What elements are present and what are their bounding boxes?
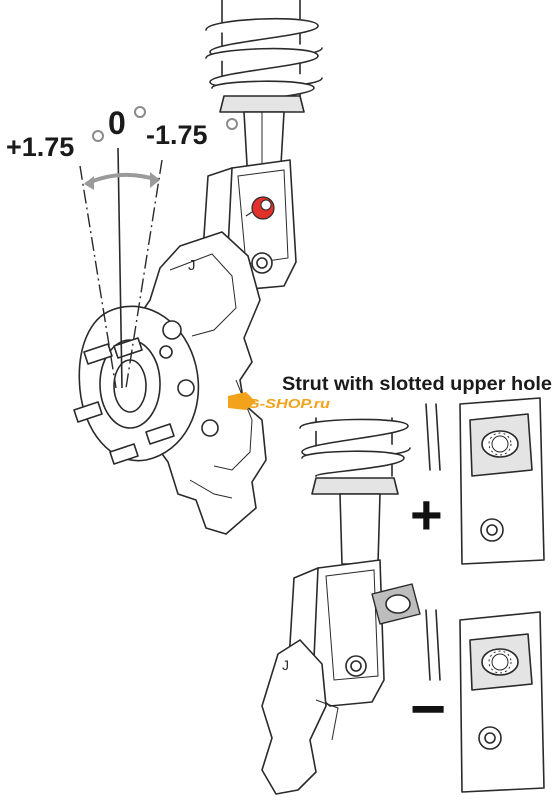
detail-lower-bolt-icon xyxy=(345,655,367,677)
svg-text:J: J xyxy=(188,257,196,274)
degree-mark-center xyxy=(134,106,146,118)
lower-bolt-icon xyxy=(251,252,273,274)
upper-bolt-icon xyxy=(245,196,275,220)
minus-adjust-panel xyxy=(425,609,545,793)
camber-axis-lines xyxy=(79,147,163,389)
camber-negative-label: -1.75 xyxy=(146,120,208,150)
camber-center-label: 0 xyxy=(108,105,126,141)
main-coil-spring xyxy=(205,0,323,113)
detail-slotted-plate xyxy=(371,583,421,625)
camber-arc xyxy=(84,172,160,190)
callout-title: Strut with slotted upper hole xyxy=(282,374,552,395)
svg-text:J: J xyxy=(282,657,289,673)
plus-symbol: + xyxy=(410,483,443,546)
detail-knuckle: J xyxy=(261,639,339,795)
watermark-logo: 9G-SHOP.ru xyxy=(228,392,330,411)
detail-coil-spring xyxy=(299,417,411,495)
degree-mark-negative xyxy=(226,118,238,130)
camber-positive-label: +1.75 xyxy=(6,132,74,162)
camber-labels: 0 +1.75 -1.75 xyxy=(6,105,238,162)
detail-strut-body xyxy=(339,493,381,565)
wheel-studs xyxy=(73,337,175,465)
watermark-text: 9G-SHOP.ru xyxy=(238,396,330,411)
minus-symbol: − xyxy=(410,675,446,744)
plus-adjust-panel xyxy=(425,397,545,565)
degree-mark-positive xyxy=(92,130,104,142)
